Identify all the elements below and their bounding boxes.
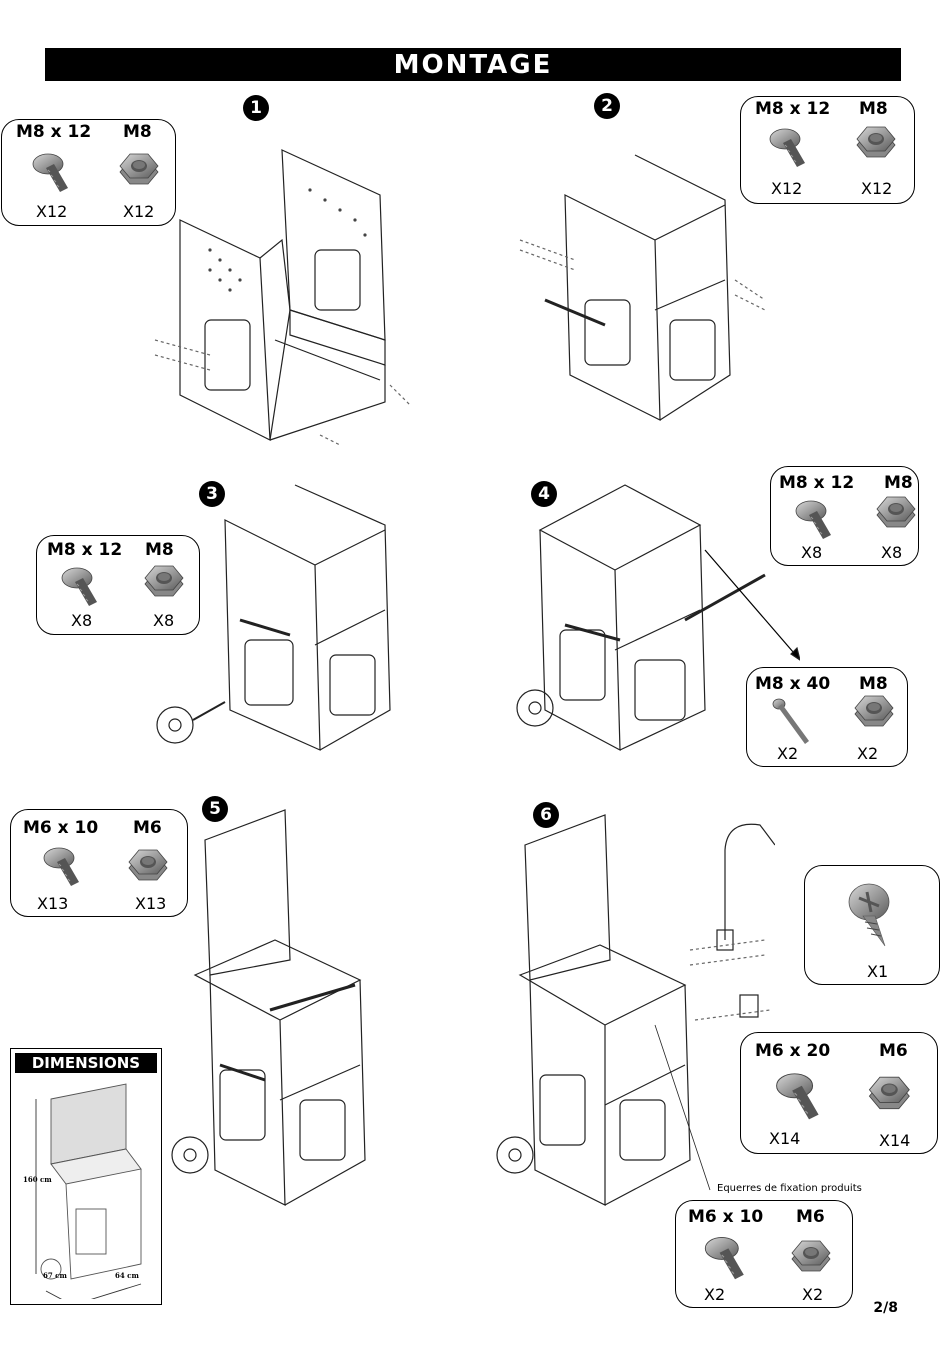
bolt-label: M6 x 10: [23, 818, 99, 838]
dimension-height: 160 cm: [23, 1175, 52, 1184]
nut-quantity: X2: [802, 1285, 824, 1304]
dimension-width: 67 cm: [43, 1271, 67, 1280]
assembly-drawing-step-2: [519, 154, 766, 421]
nut-label: M6: [796, 1207, 825, 1227]
step-number-2: 2: [594, 93, 620, 119]
hardware-box-step-1: M8 x 12 M8 X12 X12: [1, 119, 176, 226]
assembly-drawing-step-6: [496, 814, 775, 1206]
nut-quantity: X12: [861, 179, 893, 198]
nut-quantity: X14: [879, 1131, 911, 1150]
bolt-quantity: X14: [769, 1129, 801, 1148]
assembly-drawing-step-3: [156, 484, 391, 751]
assembly-drawing-step-4: [516, 484, 800, 752]
bolt-label: M6 x 10: [688, 1207, 764, 1227]
step-number-5: 5: [202, 796, 228, 822]
nut-icon: [876, 496, 916, 528]
screw-quantity: X1: [867, 962, 889, 981]
hardware-box-step-6a: M6 x 20 M6 X14 X14: [740, 1032, 938, 1154]
bolt-quantity: X8: [801, 543, 823, 562]
bolt-quantity: X12: [36, 202, 68, 221]
nut-icon: [854, 695, 894, 727]
nut-label: M6: [133, 818, 162, 838]
bolt-quantity: X13: [37, 894, 69, 913]
step-number-3: 3: [199, 481, 225, 507]
bolt-icon: [61, 567, 98, 607]
bolt-quantity: X12: [771, 179, 803, 198]
bolt-quantity: X8: [71, 611, 93, 630]
bolt-icon: [43, 847, 80, 887]
page-title: MONTAGE: [45, 48, 901, 81]
dimension-depth: 64 cm: [115, 1271, 139, 1280]
nut-quantity: X12: [123, 202, 155, 221]
bolt-label: M8 x 12: [779, 473, 855, 493]
hardware-box-step-4a: M8 x 12 M8 X8 X8: [770, 466, 919, 566]
nut-quantity: X8: [881, 543, 903, 562]
dimensions-drawing: [35, 1083, 142, 1299]
nut-label: M8: [884, 473, 913, 493]
bolt-quantity: X2: [704, 1285, 726, 1304]
dimensions-title: DIMENSIONS: [15, 1053, 157, 1073]
hardware-box-step-6b: M6 x 10 M6 X2 X2: [675, 1200, 853, 1308]
nut-quantity: X13: [135, 894, 167, 913]
assembly-drawing-step-1: [154, 149, 411, 446]
hardware-box-step-6-screw: X1: [804, 865, 940, 985]
step-number-6: 6: [533, 802, 559, 828]
dimensions-box: DIMENSIONS 160 cm 67 cm 64 cm: [10, 1048, 162, 1305]
bolt-label: M8 x 12: [47, 540, 123, 560]
step-6-caption: Equerres de fixation produits: [717, 1183, 862, 1194]
nut-label: M6: [879, 1041, 908, 1061]
bolt-icon: [795, 500, 832, 540]
bolt-label: M8 x 12: [16, 122, 92, 142]
hardware-box-step-3: M8 x 12 M8 X8 X8: [36, 535, 200, 635]
step-number-1: 1: [243, 95, 269, 121]
long-bolt-quantity: X2: [777, 744, 799, 763]
assembly-drawing-step-5: [171, 809, 366, 1206]
nut-label: M8: [859, 99, 888, 119]
hardware-box-step-5: M6 x 10 M6 X13 X13: [10, 809, 188, 917]
nut-label: M8: [859, 674, 888, 694]
nut-quantity: X2: [857, 744, 879, 763]
bolt-icon: [32, 153, 69, 193]
bolt-label: M6 x 20: [755, 1041, 831, 1061]
bolt-label: M8 x 12: [755, 99, 831, 119]
page-number: 2/8: [873, 1300, 898, 1316]
self-tapping-screw-icon: [848, 883, 890, 947]
step-number-4: 4: [531, 481, 557, 507]
bolt-icon: [775, 1073, 820, 1121]
hardware-box-step-2: M8 x 12 M8 X12 X12: [740, 96, 915, 204]
nut-icon: [856, 126, 896, 158]
nut-label: M8: [123, 122, 152, 142]
hardware-box-step-4b: M8 x 40 M8 X2 X2: [746, 667, 908, 767]
nut-icon: [868, 1076, 910, 1110]
nut-label: M8: [145, 540, 174, 560]
nut-quantity: X8: [153, 611, 175, 630]
nut-icon: [791, 1240, 831, 1272]
bolt-icon: [704, 1236, 745, 1280]
long-bolt-label: M8 x 40: [755, 674, 831, 694]
